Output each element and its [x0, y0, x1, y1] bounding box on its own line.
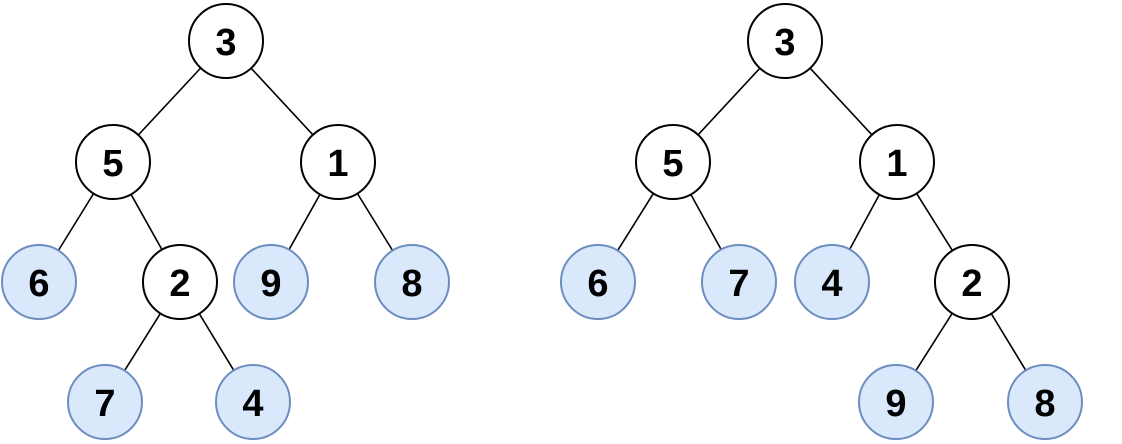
tree-edge	[990, 313, 1027, 371]
tree-node-3	[188, 3, 264, 79]
tree-node-5	[75, 124, 151, 200]
leaf-node-4	[215, 364, 291, 440]
tree-node-value: 6	[28, 263, 49, 305]
tree-node-value: 4	[821, 263, 842, 305]
tree-node-value: 6	[587, 263, 608, 305]
tree-node-value: 9	[260, 263, 281, 305]
tree-node-2	[934, 244, 1010, 320]
tree-edge	[809, 67, 873, 136]
tree-node-value: 7	[94, 383, 115, 425]
tree-node-value: 1	[886, 143, 907, 185]
leaf-node-7	[701, 244, 777, 320]
binary-tree-2: 3 5 1 6 7 4 2 9 8	[560, 3, 1083, 440]
tree-edge	[123, 312, 162, 372]
tree-node-value: 2	[169, 263, 190, 305]
tree-node-value: 4	[242, 383, 263, 425]
tree-edge	[848, 194, 881, 250]
tree-node-1	[859, 124, 935, 200]
tree-node-value: 8	[401, 263, 422, 305]
tree-node-5	[635, 124, 711, 200]
tree-node-3	[747, 3, 823, 79]
tree-edge	[57, 193, 95, 251]
tree-edge	[616, 192, 655, 252]
tree-edge	[288, 193, 321, 251]
leaf-node-6	[1, 244, 77, 320]
tree-node-value: 9	[885, 383, 906, 425]
tree-node-value: 1	[327, 143, 348, 185]
leaf-node-9	[233, 244, 309, 320]
tree-node-value: 8	[1034, 383, 1055, 425]
tree-edge	[198, 313, 235, 371]
tree-edge	[915, 312, 953, 372]
tree-edge	[250, 67, 314, 136]
tree-node-value: 3	[774, 22, 795, 64]
tree-edge	[137, 67, 202, 136]
tree-edge	[697, 67, 761, 136]
tree-node-2	[142, 244, 218, 320]
tree-node-value: 2	[961, 263, 982, 305]
leaf-node-6	[560, 244, 636, 320]
tree-edge	[356, 193, 394, 251]
binary-tree-1: 3 5 1 6 2 9 8 7 4	[1, 3, 450, 440]
tree-node-value: 5	[662, 143, 683, 185]
tree-node-value: 7	[728, 263, 749, 305]
leaf-node-8	[1007, 364, 1083, 440]
leaf-node-8	[374, 244, 450, 320]
tree-node-value: 5	[102, 143, 123, 185]
tree-node-1	[300, 124, 376, 200]
leaf-node-4	[794, 244, 870, 320]
tree-edge	[915, 192, 954, 252]
tree-edge	[690, 194, 722, 250]
leaf-node-9	[858, 364, 934, 440]
tree-node-value: 3	[215, 22, 236, 64]
tree-edge	[130, 193, 163, 251]
leaf-node-7	[67, 364, 143, 440]
